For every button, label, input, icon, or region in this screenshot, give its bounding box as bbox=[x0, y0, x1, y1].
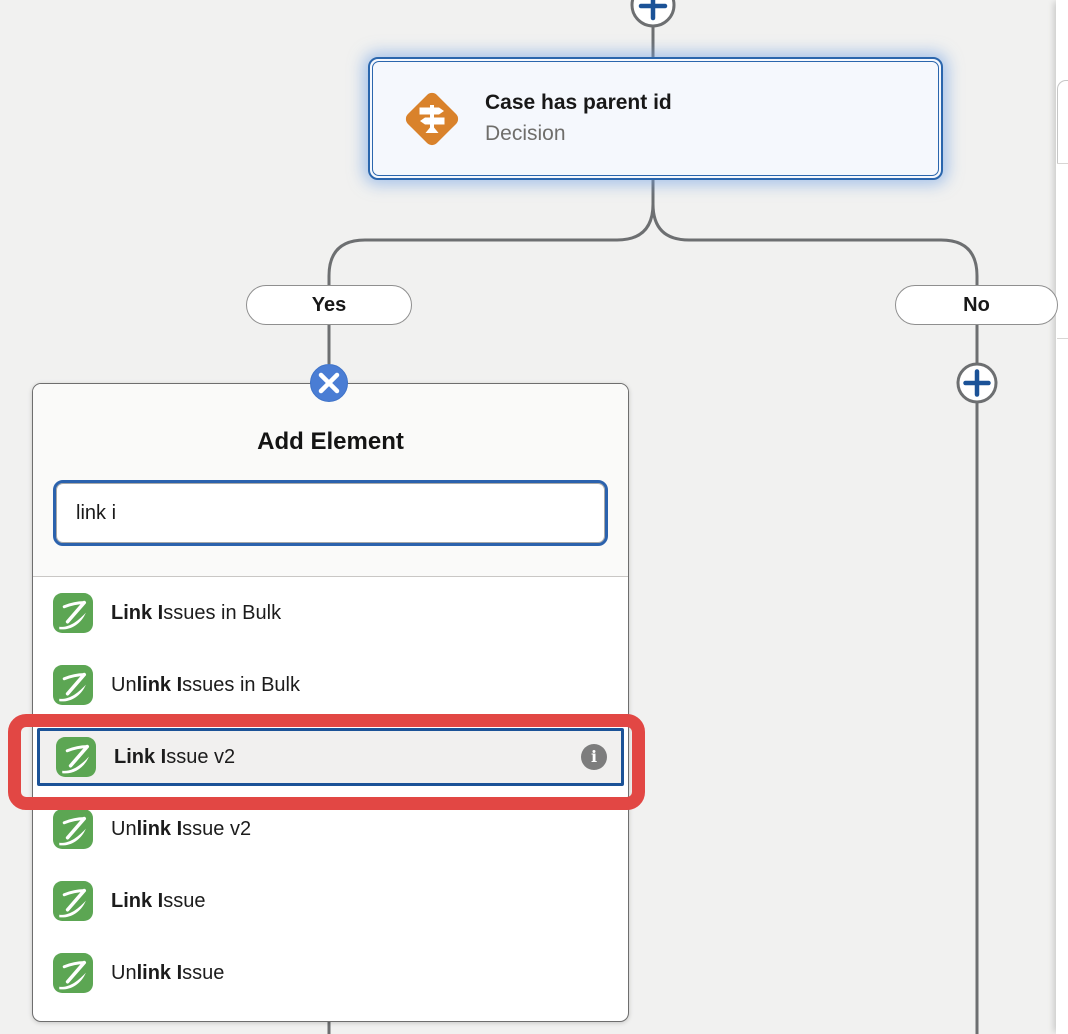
result-row-link-issue[interactable]: Link Issue bbox=[33, 865, 628, 937]
connector-branch-yes bbox=[327, 180, 655, 285]
popup-title: Add Element bbox=[257, 428, 404, 455]
branch-label-yes-text: Yes bbox=[311, 293, 347, 316]
decision-icon bbox=[405, 92, 459, 145]
branch-label-yes[interactable]: Yes bbox=[246, 285, 412, 325]
result-label: Unlink Issue bbox=[111, 961, 225, 984]
result-label: Link Issue v2 bbox=[114, 745, 236, 768]
add-element-popup: Add Element Link Issues in Bulk bbox=[32, 383, 629, 1022]
element-search-input[interactable] bbox=[56, 483, 605, 543]
result-row-unlink-issue[interactable]: Unlink Issue bbox=[33, 937, 628, 1009]
plus-icon bbox=[963, 369, 991, 397]
node-title: Case has parent id bbox=[485, 91, 672, 114]
popup-header: Add Element bbox=[33, 384, 628, 576]
popup-divider bbox=[33, 576, 628, 577]
result-row-link-issue-v2[interactable]: Link Issue v2 i bbox=[37, 728, 624, 786]
result-row-link-issues-in-bulk[interactable]: Link Issues in Bulk bbox=[33, 577, 628, 649]
plus-icon bbox=[638, 0, 668, 21]
search-result-list: Link Issues in Bulk Unlink Issues in Bul… bbox=[33, 577, 628, 1009]
app-z-icon bbox=[53, 881, 93, 921]
result-label: Unlink Issues in Bulk bbox=[111, 673, 300, 696]
right-panel-edge bbox=[1056, 0, 1068, 1034]
branch-label-no[interactable]: No bbox=[895, 285, 1058, 325]
result-label: Link Issues in Bulk bbox=[111, 601, 282, 624]
result-row-unlink-issue-v2[interactable]: Unlink Issue v2 bbox=[33, 793, 628, 865]
right-panel-card-corner bbox=[1057, 80, 1068, 163]
result-label: Unlink Issue v2 bbox=[111, 817, 252, 840]
search-field-wrap bbox=[53, 480, 608, 546]
right-panel-divider bbox=[1057, 338, 1068, 339]
result-label: Link Issue bbox=[111, 889, 206, 912]
connector-branch-no bbox=[651, 203, 979, 285]
branch-label-no-text: No bbox=[963, 293, 990, 316]
decision-node-inner: Case has parent id Decision bbox=[372, 61, 939, 176]
app-z-icon bbox=[53, 593, 93, 633]
result-row-unlink-issues-in-bulk[interactable]: Unlink Issues in Bulk bbox=[33, 649, 628, 721]
app-z-icon bbox=[53, 809, 93, 849]
app-z-icon bbox=[56, 737, 96, 777]
add-node-button-top[interactable] bbox=[630, 0, 676, 28]
decision-node-case-has-parent-id[interactable]: Case has parent id Decision bbox=[368, 57, 943, 180]
right-panel-divider bbox=[1057, 163, 1068, 164]
app-z-icon bbox=[53, 953, 93, 993]
node-subtitle: Decision bbox=[485, 122, 566, 145]
app-z-icon bbox=[53, 665, 93, 705]
close-popup-button[interactable] bbox=[310, 364, 348, 402]
info-icon[interactable]: i bbox=[581, 744, 607, 770]
add-node-button-no-branch[interactable] bbox=[956, 362, 998, 404]
close-icon bbox=[318, 372, 340, 394]
